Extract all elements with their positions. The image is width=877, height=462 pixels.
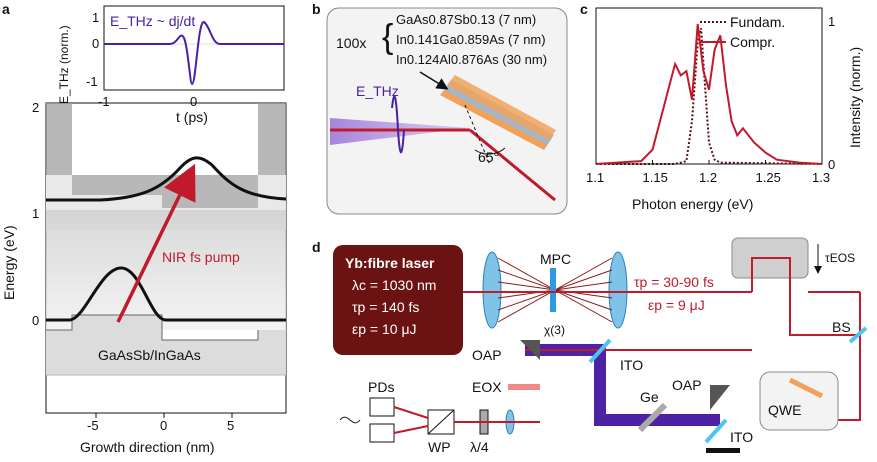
laser-box — [333, 245, 463, 355]
layer-3: In0.124Al0.876As (30 nm) — [396, 52, 547, 67]
thz-pulse — [391, 95, 405, 154]
mpc-label: MPC — [540, 251, 571, 267]
material-label: GaAsSb/InGaAs — [98, 347, 201, 363]
inset-ylabel: E_THz (norm.) — [57, 25, 71, 104]
xtick-label: 1.25 — [756, 170, 781, 185]
chart-ylabel: Intensity (norm.) — [847, 47, 863, 148]
reflected-beam — [469, 128, 556, 202]
ytick-0: 0 — [32, 313, 39, 328]
series-line-0 — [596, 28, 823, 165]
inset-xtick-0: 0 — [190, 94, 197, 109]
laser-param-1: λc = 1030 nm — [352, 277, 436, 293]
xtick-m5: -5 — [87, 418, 99, 433]
photodiode-1 — [369, 397, 395, 417]
growth-xlabel: Growth direction (nm) — [80, 439, 215, 455]
qwe-box — [759, 371, 839, 431]
ge-label: Ge — [640, 389, 659, 405]
eox-label: EOX — [472, 379, 502, 395]
sample-stack — [419, 71, 556, 150]
inset-ethz-label: E_THz ~ dj/dt — [110, 13, 195, 29]
xtick-5: 5 — [227, 418, 234, 433]
inset-xlabel: t (ps) — [176, 109, 208, 125]
pds-label: PDs — [368, 379, 394, 395]
ytick-label: 0 — [828, 157, 835, 172]
mpc — [482, 251, 628, 329]
layer-2: In0.141Ga0.859As (7 nm) — [396, 32, 546, 47]
series-line-1 — [595, 23, 823, 165]
legend-fundam: Fundam. — [730, 14, 785, 30]
xtick-label: 1.2 — [699, 170, 717, 185]
pump-label: NIR fs pump — [162, 249, 240, 265]
inset-ytick-0: 0 — [92, 36, 99, 51]
ito2-label: ITO — [730, 429, 753, 445]
qwp-label: λ/4 — [470, 439, 489, 455]
spectrum-chart: 1.1 1.15 1.2 1.25 1.30 1 — [586, 7, 835, 185]
laser-title: Yb:fibre laser — [345, 255, 435, 271]
ito1-label: ITO — [620, 357, 643, 373]
band-diagram — [45, 102, 287, 414]
qwe-label: QWE — [768, 402, 801, 418]
inset-xtick-m1: -1 — [98, 94, 110, 109]
layer-1: GaAs0.87Sb0.13 (7 nm) — [396, 12, 536, 27]
repeat-label: 100x — [336, 35, 366, 51]
chi3-label: χ(3) — [544, 323, 565, 337]
energy-ylabel: Energy (eV) — [1, 225, 17, 300]
oap-1 — [520, 340, 540, 360]
ethz-b-label: E_THz — [356, 83, 399, 99]
angle-label: 65° — [478, 149, 499, 165]
ytick-label: 1 — [828, 14, 835, 29]
ytick-2: 2 — [32, 100, 39, 115]
panel-label-d: d — [312, 239, 321, 255]
bs-label: BS — [832, 319, 851, 335]
xtick-label: 1.3 — [812, 170, 830, 185]
xtick-label: 1.1 — [586, 170, 604, 185]
inset-ytick-m1: -1 — [86, 74, 98, 89]
thz-inset — [103, 5, 285, 91]
xtick-label: 1.15 — [643, 170, 668, 185]
oap-2 — [710, 385, 730, 410]
laser-param-2: τp = 140 fs — [352, 299, 419, 315]
panel-label-c: c — [580, 1, 588, 17]
laser-param-3: εp = 10 μJ — [352, 321, 417, 337]
chart-xlabel: Photon energy (eV) — [632, 196, 753, 212]
eps-out: εp = 9 μJ — [648, 297, 705, 313]
sample-box — [326, 7, 568, 215]
ito-2 — [704, 418, 728, 444]
chart-legend: Fundam. Compr. — [700, 14, 785, 50]
tau-out: τp = 30-90 fs — [634, 274, 714, 290]
wp-label: WP — [428, 439, 451, 455]
photodiode-2 — [369, 423, 395, 443]
legend-compr: Compr. — [730, 34, 775, 50]
oap2-label: OAP — [672, 377, 702, 393]
panel-label-b: b — [312, 1, 321, 17]
tau-eos: τEOS — [825, 251, 855, 265]
oap1-label: OAP — [472, 347, 502, 363]
brace: { — [382, 18, 393, 56]
ito-1 — [588, 338, 612, 364]
inset-ytick-1: 1 — [92, 10, 99, 25]
panel-label-a: a — [2, 1, 10, 17]
ytick-1: 1 — [32, 206, 39, 221]
xtick-0: 0 — [160, 418, 167, 433]
ge-window — [637, 402, 668, 433]
eox-crystal — [508, 384, 540, 390]
